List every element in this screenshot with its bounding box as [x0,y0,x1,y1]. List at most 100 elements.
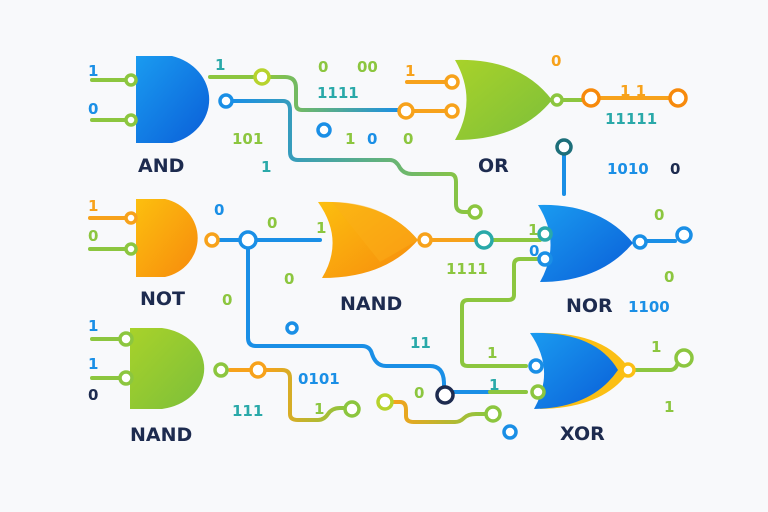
nand-gate-body [130,328,205,409]
terminal-node [674,348,694,368]
junction-node [435,385,455,405]
gate-nor[interactable] [537,204,648,282]
input-pin [124,73,138,87]
input-pin [124,211,138,225]
wire [633,360,680,372]
bit-label: 0 [88,100,98,118]
terminal-node [668,88,688,108]
nand-gate-body [318,201,418,278]
input-pin [530,384,546,400]
bit-label: 1 [316,219,326,237]
gate-label-xor: XOR [560,423,605,445]
gate-label-nor: NOR [566,295,613,317]
terminal-node [316,122,332,138]
gate-label-nand-mid: NAND [340,293,402,315]
junction-node [581,88,601,108]
bit-label: 1 [345,130,355,148]
output-pin [417,232,433,248]
bit-label: 00 [357,58,378,76]
terminal-node [555,138,573,156]
input-pin [118,331,134,347]
wire [390,400,488,424]
wire [230,99,470,214]
bit-label: 1 [651,338,661,356]
output-pin [218,93,234,109]
bit-label: 0 [414,384,424,402]
bit-label: 0 [551,52,561,70]
input-pin [537,226,553,242]
gate-nand-mid[interactable] [318,201,433,278]
bit-label: 1111 [446,260,488,278]
gate-and[interactable] [124,56,234,143]
input-pin [118,370,134,386]
wire [460,257,542,368]
bit-label: 1 [489,376,499,394]
bit-label: 0 [88,386,98,404]
input-pin [537,251,553,267]
nor-gate-body [538,204,633,282]
bit-label: 0 [529,242,539,260]
bit-label: 11111 [605,110,657,128]
bit-label: 1 [528,221,538,239]
wires [88,75,680,424]
input-pin [124,113,138,127]
xor-gate-body [530,332,618,409]
junction-node [397,102,415,120]
output-pin [213,362,229,378]
bit-label: 1 1 [620,82,646,100]
bit-label: 0 [654,206,664,224]
terminal-node [502,424,518,440]
bit-label: 1010 [607,160,649,178]
wire [266,75,402,112]
terminal-node [484,405,502,423]
bit-label: 1 [487,344,497,362]
bit-label: 0101 [298,370,340,388]
gate-label-not: NOT [140,288,185,310]
input-pin [444,103,460,119]
bit-label: 1 [88,355,98,373]
bit-label: 0 [222,291,232,309]
junction-node [474,230,494,250]
bit-label: 0 [267,214,277,232]
bit-label: 1 [405,62,415,80]
terminal-node [467,204,483,220]
output-pin [632,234,648,250]
bit-label: 1 [215,56,225,74]
terminal-node [376,393,394,411]
input-pin [444,74,460,90]
output-pin [204,232,220,248]
gate-nand-bottom[interactable] [118,328,229,409]
bit-label: 111 [232,402,263,420]
gate-xor[interactable] [528,332,636,409]
bit-label: 1 [88,317,98,335]
gate-label-and: AND [138,155,184,177]
bit-label: 1100 [628,298,670,316]
or-gate-body [455,59,552,141]
bit-label: 0 [318,58,328,76]
junction-node [253,68,271,86]
bit-label: 1 [261,158,271,176]
gate-label-nand-bottom: NAND [130,424,192,446]
bit-label: 0 [88,227,98,245]
junction-node [249,361,267,379]
bit-label: 101 [232,130,263,148]
terminal-node [285,321,299,335]
bit-label: 11 [410,334,431,352]
bit-label: 0 [367,130,377,148]
bit-label: 1 [88,62,98,80]
gate-label-or: OR [478,155,509,177]
bit-label: 0 [664,268,674,286]
output-pin [550,93,564,107]
bit-label: 1 [664,398,674,416]
gate-not[interactable] [124,199,220,277]
bit-label: 0 [284,270,294,288]
gate-or[interactable] [444,59,564,141]
bit-label: 0 [214,201,224,219]
bit-label: 0 [670,160,680,178]
wire [246,246,446,392]
bit-label: 1111 [317,84,359,102]
input-pin [528,358,544,374]
input-pin [124,242,138,256]
nodes [238,68,694,440]
